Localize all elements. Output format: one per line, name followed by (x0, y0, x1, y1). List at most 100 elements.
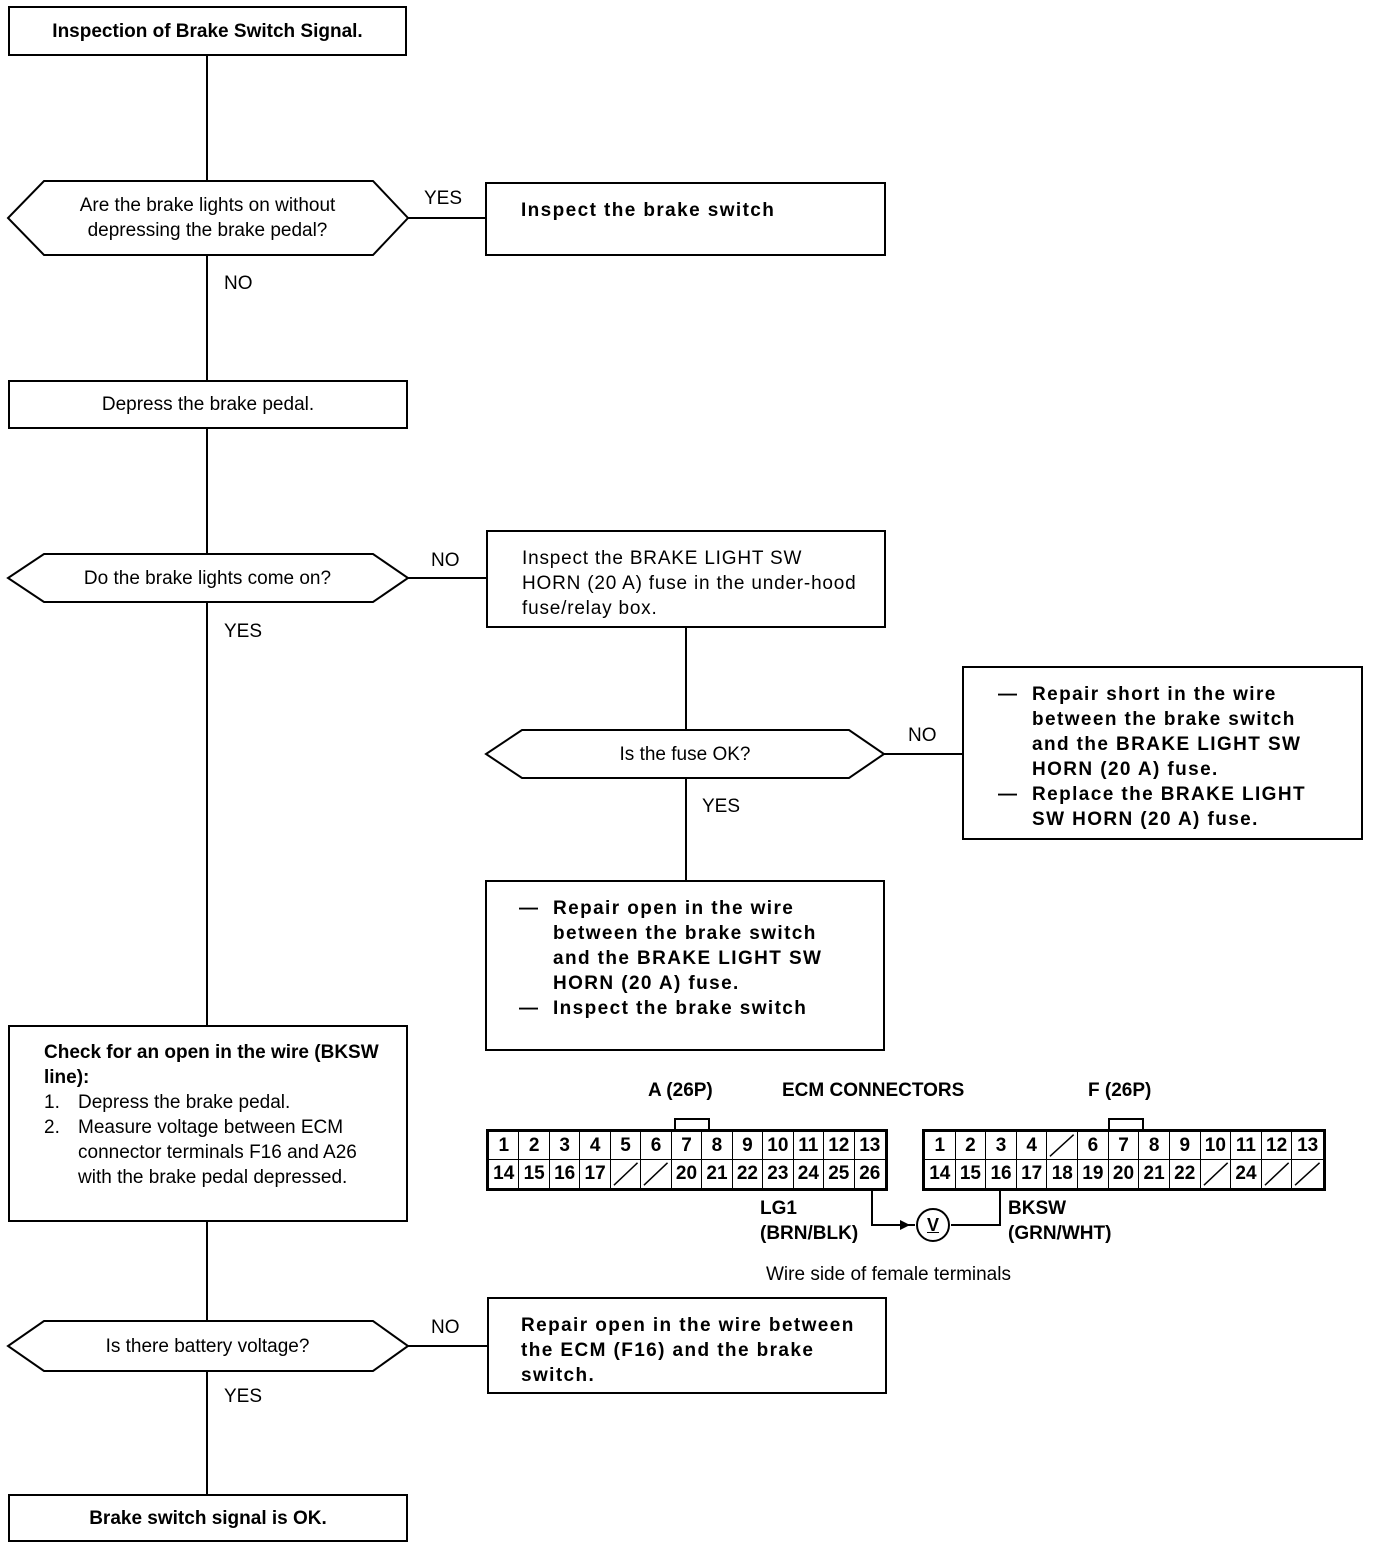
terminal-pin: 18 (1047, 1160, 1079, 1188)
inspect-fuse-box: Inspect the BRAKE LIGHT SW HORN (20 A) f… (486, 530, 886, 628)
terminal-pin: 9 (732, 1132, 764, 1160)
step-text: Measure voltage between ECM connector te… (78, 1117, 357, 1188)
q1-no-label: NO (224, 273, 253, 294)
terminal-pin: 1 (925, 1132, 956, 1160)
inspect-brake-switch-box: Inspect the brake switch (485, 182, 886, 256)
terminal-pin: 7 (1108, 1132, 1140, 1160)
repair-open-fuse-box: Repair open in the wire between the brak… (485, 880, 885, 1051)
check-step-1: 1. Depress the brake pedal. (44, 1090, 386, 1115)
connector-a-label: A (26P) (648, 1080, 713, 1101)
q2-no-label: NO (431, 550, 460, 571)
terminal-pin: 14 (489, 1160, 520, 1188)
empty-terminal (641, 1160, 672, 1188)
terminal-pin: 23 (763, 1160, 794, 1188)
terminal-pin: 2 (955, 1132, 987, 1160)
q4-no-label: NO (431, 1317, 460, 1338)
q4-yes-label: YES (224, 1386, 263, 1407)
terminal-pin: 24 (794, 1160, 825, 1188)
depress-pedal-box: Depress the brake pedal. (8, 380, 408, 429)
terminal-pin: 8 (702, 1132, 733, 1160)
terminal-pin: 26 (859, 1163, 881, 1184)
q3-yes-label: YES (702, 796, 741, 817)
terminal-pin: 19 (1078, 1160, 1109, 1188)
decision-diamond-q3 (484, 729, 886, 779)
empty-terminal (1201, 1160, 1232, 1188)
terminal-pin: 13 (1292, 1132, 1323, 1160)
terminal-pin: 6 (641, 1132, 672, 1160)
empty-terminal (1292, 1160, 1323, 1188)
q1-yes-label: YES (424, 188, 463, 209)
q3-no-label: NO (908, 725, 937, 746)
terminal-pin: 3 (549, 1132, 581, 1160)
terminal-pin: 17 (1017, 1160, 1048, 1188)
connector-caption: Wire side of female terminals (766, 1264, 1011, 1285)
terminal-pin: 13 (854, 1132, 885, 1160)
decision-diamond-q4 (6, 1320, 410, 1372)
empty-terminal (1262, 1160, 1293, 1188)
check-open-box: Check for an open in the wire (BKSW line… (8, 1025, 408, 1222)
terminal-pin: 24 (1231, 1160, 1262, 1188)
probe-arrow (900, 1220, 910, 1230)
terminal-pin: 1 (489, 1132, 520, 1160)
terminal-pin: 21 (1139, 1160, 1170, 1188)
question-battery-voltage: Is there battery voltage? (105, 1335, 310, 1357)
terminal-pin: 10 (1200, 1132, 1232, 1160)
start-box: Inspection of Brake Switch Signal. (8, 6, 407, 56)
terminal-pin: 4 (1016, 1132, 1048, 1160)
wire-a-name: LG1 (760, 1198, 797, 1219)
terminal-pin: 22 (733, 1160, 764, 1188)
question-lights-come-on: Do the brake lights come on? (83, 567, 332, 589)
terminal-pin: 11 (793, 1132, 825, 1160)
terminal-pin: 12 (1261, 1132, 1293, 1160)
terminal-pin: 8 (1139, 1132, 1170, 1160)
terminal-pin: 11 (1231, 1132, 1262, 1160)
terminal-pin: 12 (824, 1132, 855, 1160)
check-step-2: 2. Measure voltage between ECM connector … (44, 1115, 386, 1190)
repair-short-item: Repair short in the wire between the bra… (998, 682, 1331, 782)
terminal-pin: 4 (580, 1132, 611, 1160)
terminal-pin: 17 (580, 1160, 611, 1188)
empty-terminal (611, 1160, 642, 1188)
wire-f-color: (GRN/WHT) (1008, 1223, 1112, 1244)
q2-yes-label: YES (224, 621, 263, 642)
connector-f-label: F (26P) (1088, 1080, 1152, 1101)
terminal-pin: 22 (1170, 1160, 1201, 1188)
replace-fuse-item: Replace the BRAKE LIGHT SW HORN (20 A) f… (998, 782, 1331, 832)
voltmeter-symbol: V (916, 1208, 950, 1242)
terminal-pin: 21 (702, 1160, 733, 1188)
repair-open-item: Repair open in the wire between the brak… (519, 896, 853, 996)
probe-wire-a26 (871, 1188, 915, 1226)
terminal-pin: 20 (1109, 1160, 1140, 1188)
terminal-pin: 16 (550, 1160, 581, 1188)
terminal-pin: 15 (519, 1160, 550, 1188)
question-fuse-ok: Is the fuse OK? (619, 743, 751, 765)
end-box: Brake switch signal is OK. (8, 1494, 408, 1542)
terminal-pin: 16 (986, 1160, 1017, 1188)
terminal-pin: 3 (986, 1132, 1017, 1160)
terminal-pin: 15 (956, 1160, 987, 1188)
question-brake-lights-on: Are the brake lights on without depressi… (79, 195, 336, 241)
terminal-pin: 2 (519, 1132, 550, 1160)
terminal-pin: 20 (672, 1160, 703, 1188)
empty-terminal (1047, 1132, 1079, 1160)
terminal-pin: 9 (1169, 1132, 1201, 1160)
decision-diamond-q2 (6, 553, 410, 603)
check-open-title: Check for an open in the wire (BKSW line… (44, 1042, 379, 1088)
probe-wire-f16 (951, 1188, 1001, 1226)
terminal-pin: 14 (925, 1160, 956, 1188)
terminal-pin: 7 (671, 1132, 703, 1160)
step-number: 2. (44, 1117, 60, 1138)
step-number: 1. (44, 1092, 60, 1113)
terminal-pin: 25 (824, 1160, 855, 1188)
wire-f-name: BKSW (1008, 1198, 1067, 1219)
decision-diamond-q1 (6, 180, 410, 256)
step-text: Depress the brake pedal. (78, 1092, 291, 1113)
repair-open-ecm-box: Repair open in the wire between the ECM … (487, 1297, 887, 1394)
wire-a-color: (BRN/BLK) (760, 1223, 859, 1244)
terminal-pin: 6 (1078, 1132, 1109, 1160)
inspect-switch-item: Inspect the brake switch (519, 996, 853, 1021)
terminal-pin: 10 (763, 1132, 794, 1160)
